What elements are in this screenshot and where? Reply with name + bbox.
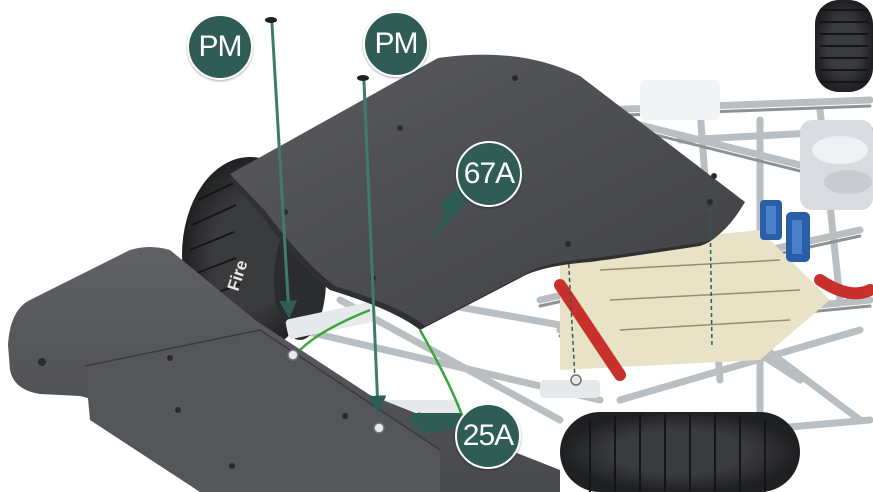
callout-67a: 67A xyxy=(456,141,522,207)
callout-pm-left: PM xyxy=(187,14,253,80)
callout-25a: 25A xyxy=(455,403,521,469)
alignment-lines xyxy=(567,207,713,381)
callout-pm-right: PM xyxy=(363,11,429,77)
callout-pm-right-label: PM xyxy=(374,27,419,60)
callout-67a-label: 67A xyxy=(463,157,515,190)
callout-pm-left-label: PM xyxy=(198,30,243,63)
front-tire-bottom xyxy=(560,412,800,492)
screw-rods xyxy=(270,22,387,414)
mount-points xyxy=(287,349,582,434)
rear-tire-top xyxy=(815,0,873,92)
screw-heads xyxy=(265,17,369,81)
callout-25a-label: 25A xyxy=(462,419,514,452)
engine-block xyxy=(800,120,873,210)
engine-floor xyxy=(560,230,830,370)
red-exhaust xyxy=(554,274,873,381)
blue-components xyxy=(760,200,810,262)
